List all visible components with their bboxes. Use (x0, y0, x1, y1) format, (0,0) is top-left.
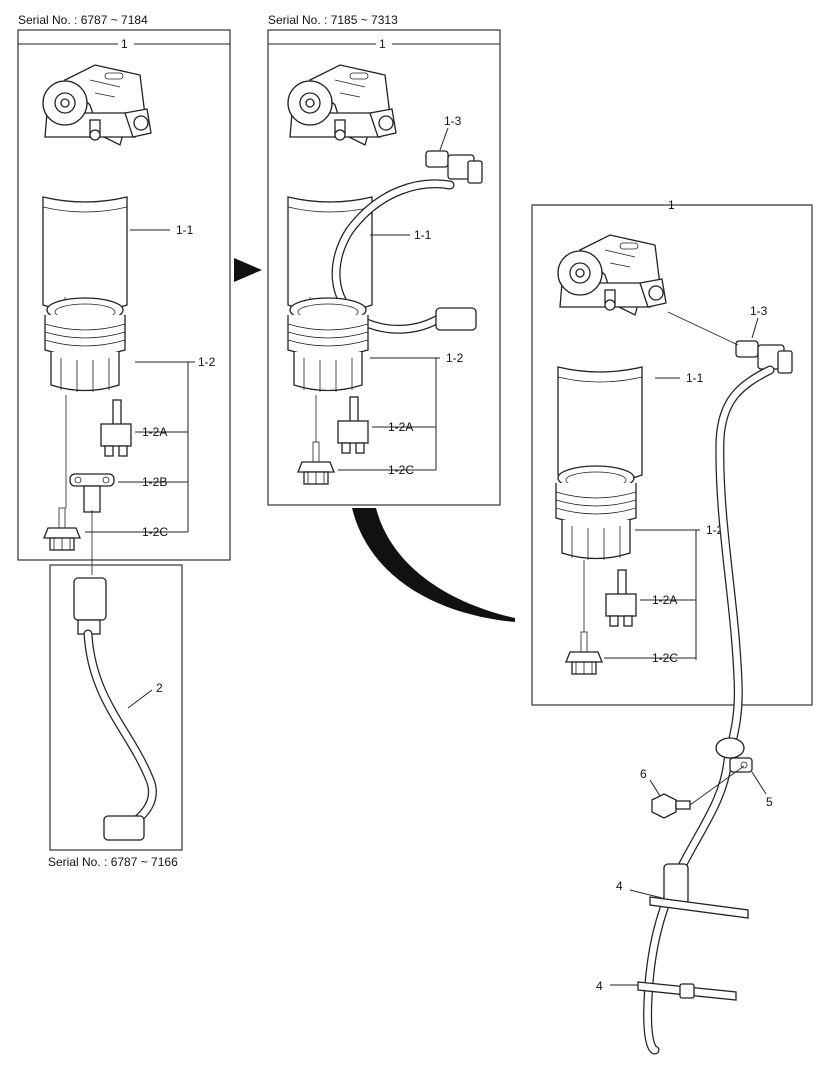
label-assembly-middle: 1 (379, 37, 386, 51)
curved-transition-arrow-icon (352, 508, 515, 622)
left-assembly-group: Serial No. : 6787 ~ 7184 1 1-1 1-2 1-2A … (17, 13, 231, 575)
label-clamp: 5 (766, 795, 773, 809)
drain-plug-middle (297, 441, 335, 485)
connector-middle (425, 150, 483, 184)
label-drain-plug-left: 1-2C (142, 525, 168, 539)
serial-middle-top: Serial No. : 7185 ~ 7313 (268, 13, 398, 27)
sensor-right (605, 569, 637, 627)
label-drain-plug-middle: 1-2C (388, 463, 414, 477)
sensor-left (100, 399, 132, 457)
drain-plug-right (565, 631, 603, 675)
bolt-part (651, 793, 691, 819)
clamp-part (715, 737, 753, 773)
sensor-middle (337, 396, 369, 454)
middle-assembly-group: Serial No. : 7185 ~ 7313 1 1-3 1-1 1-2 1… (267, 13, 501, 506)
connector-right (735, 340, 793, 374)
label-bolt: 6 (640, 767, 647, 781)
right-harness-group: 5 6 4 4 (596, 365, 775, 1055)
label-harness: 2 (156, 681, 163, 695)
bowl-right (555, 465, 637, 561)
label-connector-middle: 1-3 (444, 114, 462, 128)
label-tie-lower: 4 (596, 979, 603, 993)
transition-arrow-icon (234, 258, 262, 282)
serial-left-bottom: Serial No. : 6787 ~ 7166 (48, 855, 178, 869)
label-sensor-b-left: 1-2B (142, 475, 167, 489)
filter-head-middle (287, 64, 397, 316)
filter-head-left (42, 64, 152, 316)
label-assembly-right: 1 (668, 198, 675, 212)
harness-frame (49, 564, 183, 851)
right-assembly-group: 1 1-3 1-1 1-2 1-2A 1-2C (531, 198, 813, 706)
left-assembly-frame (17, 29, 231, 561)
cable-tie-upper (649, 863, 749, 919)
label-sensor-left: 1-2A (142, 425, 167, 439)
label-sensor-middle: 1-2A (388, 420, 413, 434)
label-bowl-left: 1-2 (198, 355, 216, 369)
serial-left-top: Serial No. : 6787 ~ 7184 (18, 13, 148, 27)
right-assembly-frame (531, 204, 813, 706)
label-sensor-right: 1-2A (652, 593, 677, 607)
label-filter-body-right: 1-1 (686, 371, 704, 385)
label-tie-upper: 4 (616, 879, 623, 893)
bowl-left (44, 297, 126, 393)
label-assembly-left: 1 (121, 37, 128, 51)
label-drain-plug-right: 1-2C (652, 651, 678, 665)
middle-assembly-frame (267, 29, 501, 506)
sensor-b-left (69, 473, 115, 513)
drain-plug-left (43, 507, 81, 551)
cable-tie-lower (637, 981, 737, 1001)
filter-head-right (557, 234, 667, 486)
label-bowl-middle: 1-2 (446, 351, 464, 365)
bowl-middle (287, 297, 369, 393)
label-filter-body-middle: 1-1 (414, 228, 432, 242)
harness-group: 2 Serial No. : 6787 ~ 7166 (48, 564, 183, 869)
label-connector-right: 1-3 (750, 304, 768, 318)
label-filter-body-left: 1-1 (176, 223, 194, 237)
